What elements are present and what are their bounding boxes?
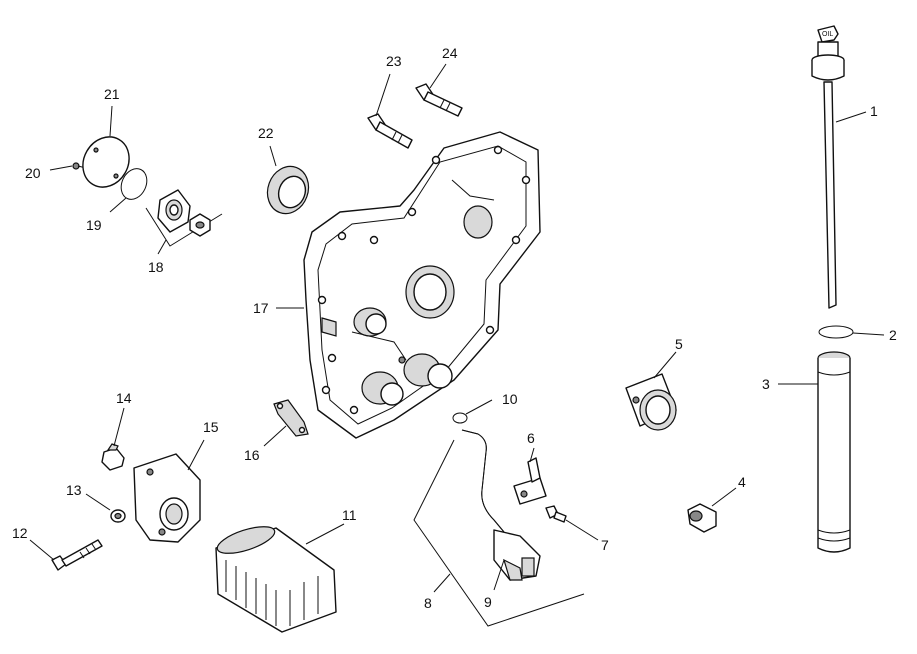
leader-8 (433, 573, 451, 593)
leader-16 (263, 425, 287, 447)
callout-6: 6 (527, 430, 535, 446)
callout-2: 2 (889, 327, 897, 343)
oil-seal-22 (266, 165, 310, 215)
leader-6 (529, 447, 535, 463)
leader-11 (305, 523, 345, 545)
bushing-5 (625, 373, 677, 431)
oil-filter-11 (215, 526, 337, 633)
callout-9: 9 (484, 594, 492, 610)
callout-19: 19 (86, 217, 102, 233)
cover-plate-21 (82, 136, 130, 188)
leader-19 (109, 197, 127, 213)
leader-22 (269, 145, 277, 167)
callout-3: 3 (762, 376, 770, 392)
leader-9 (493, 559, 505, 591)
leader-23 (375, 73, 391, 117)
callout-20: 20 (25, 165, 41, 181)
callout-17: 17 (253, 300, 269, 316)
dipstick: OIL (811, 25, 845, 309)
callout-7: 7 (601, 537, 609, 553)
leader-2 (852, 332, 885, 336)
leader-5 (653, 351, 677, 379)
callout-11: 11 (342, 507, 357, 523)
callout-13: 13 (66, 482, 82, 498)
callout-22: 22 (258, 125, 274, 141)
callout-23: 23 (386, 53, 402, 69)
oil-sensor-9 (461, 429, 541, 581)
o-ring-19 (120, 168, 148, 200)
callout-1: 1 (870, 103, 878, 119)
leader-13 (85, 493, 111, 511)
assembly-bracket-8 (413, 439, 585, 627)
callout-8: 8 (424, 595, 432, 611)
callout-15: 15 (203, 419, 219, 435)
leader-10 (465, 399, 493, 415)
leader-18 (157, 239, 167, 255)
bolt-24 (415, 83, 463, 117)
leader-7 (565, 519, 599, 541)
leader-21 (109, 105, 113, 137)
dipstick-tube (817, 351, 851, 553)
leader-15 (187, 439, 205, 471)
o-ring-10 (452, 412, 468, 424)
callout-4: 4 (738, 474, 746, 490)
callout-10: 10 (502, 391, 518, 407)
dipstick-cap-label: OIL (822, 31, 833, 38)
washer-13 (110, 509, 126, 523)
leader-24 (429, 63, 447, 89)
filter-adapter-15 (133, 453, 201, 543)
leader-4 (711, 487, 737, 507)
fitting-4 (687, 503, 717, 533)
callout-18: 18 (148, 259, 164, 275)
bolt-23 (367, 113, 413, 149)
bolt-12 (51, 539, 103, 571)
leader-14 (113, 407, 125, 447)
screw-7 (545, 505, 567, 523)
oil-pressure-sensor-14 (101, 443, 125, 471)
closure-plate-17 (303, 131, 541, 439)
o-ring-2 (818, 325, 854, 339)
callout-12: 12 (12, 525, 28, 541)
callout-16: 16 (244, 447, 260, 463)
leader-12 (29, 539, 55, 561)
callout-24: 24 (442, 45, 458, 61)
gasket-16 (273, 399, 309, 437)
callout-5: 5 (675, 336, 683, 352)
callout-21: 21 (104, 86, 120, 102)
callout-14: 14 (116, 390, 132, 406)
clip-6 (513, 457, 547, 505)
governor-parts-18 (145, 189, 223, 247)
leader-1 (835, 111, 867, 123)
leader-20 (49, 165, 73, 171)
